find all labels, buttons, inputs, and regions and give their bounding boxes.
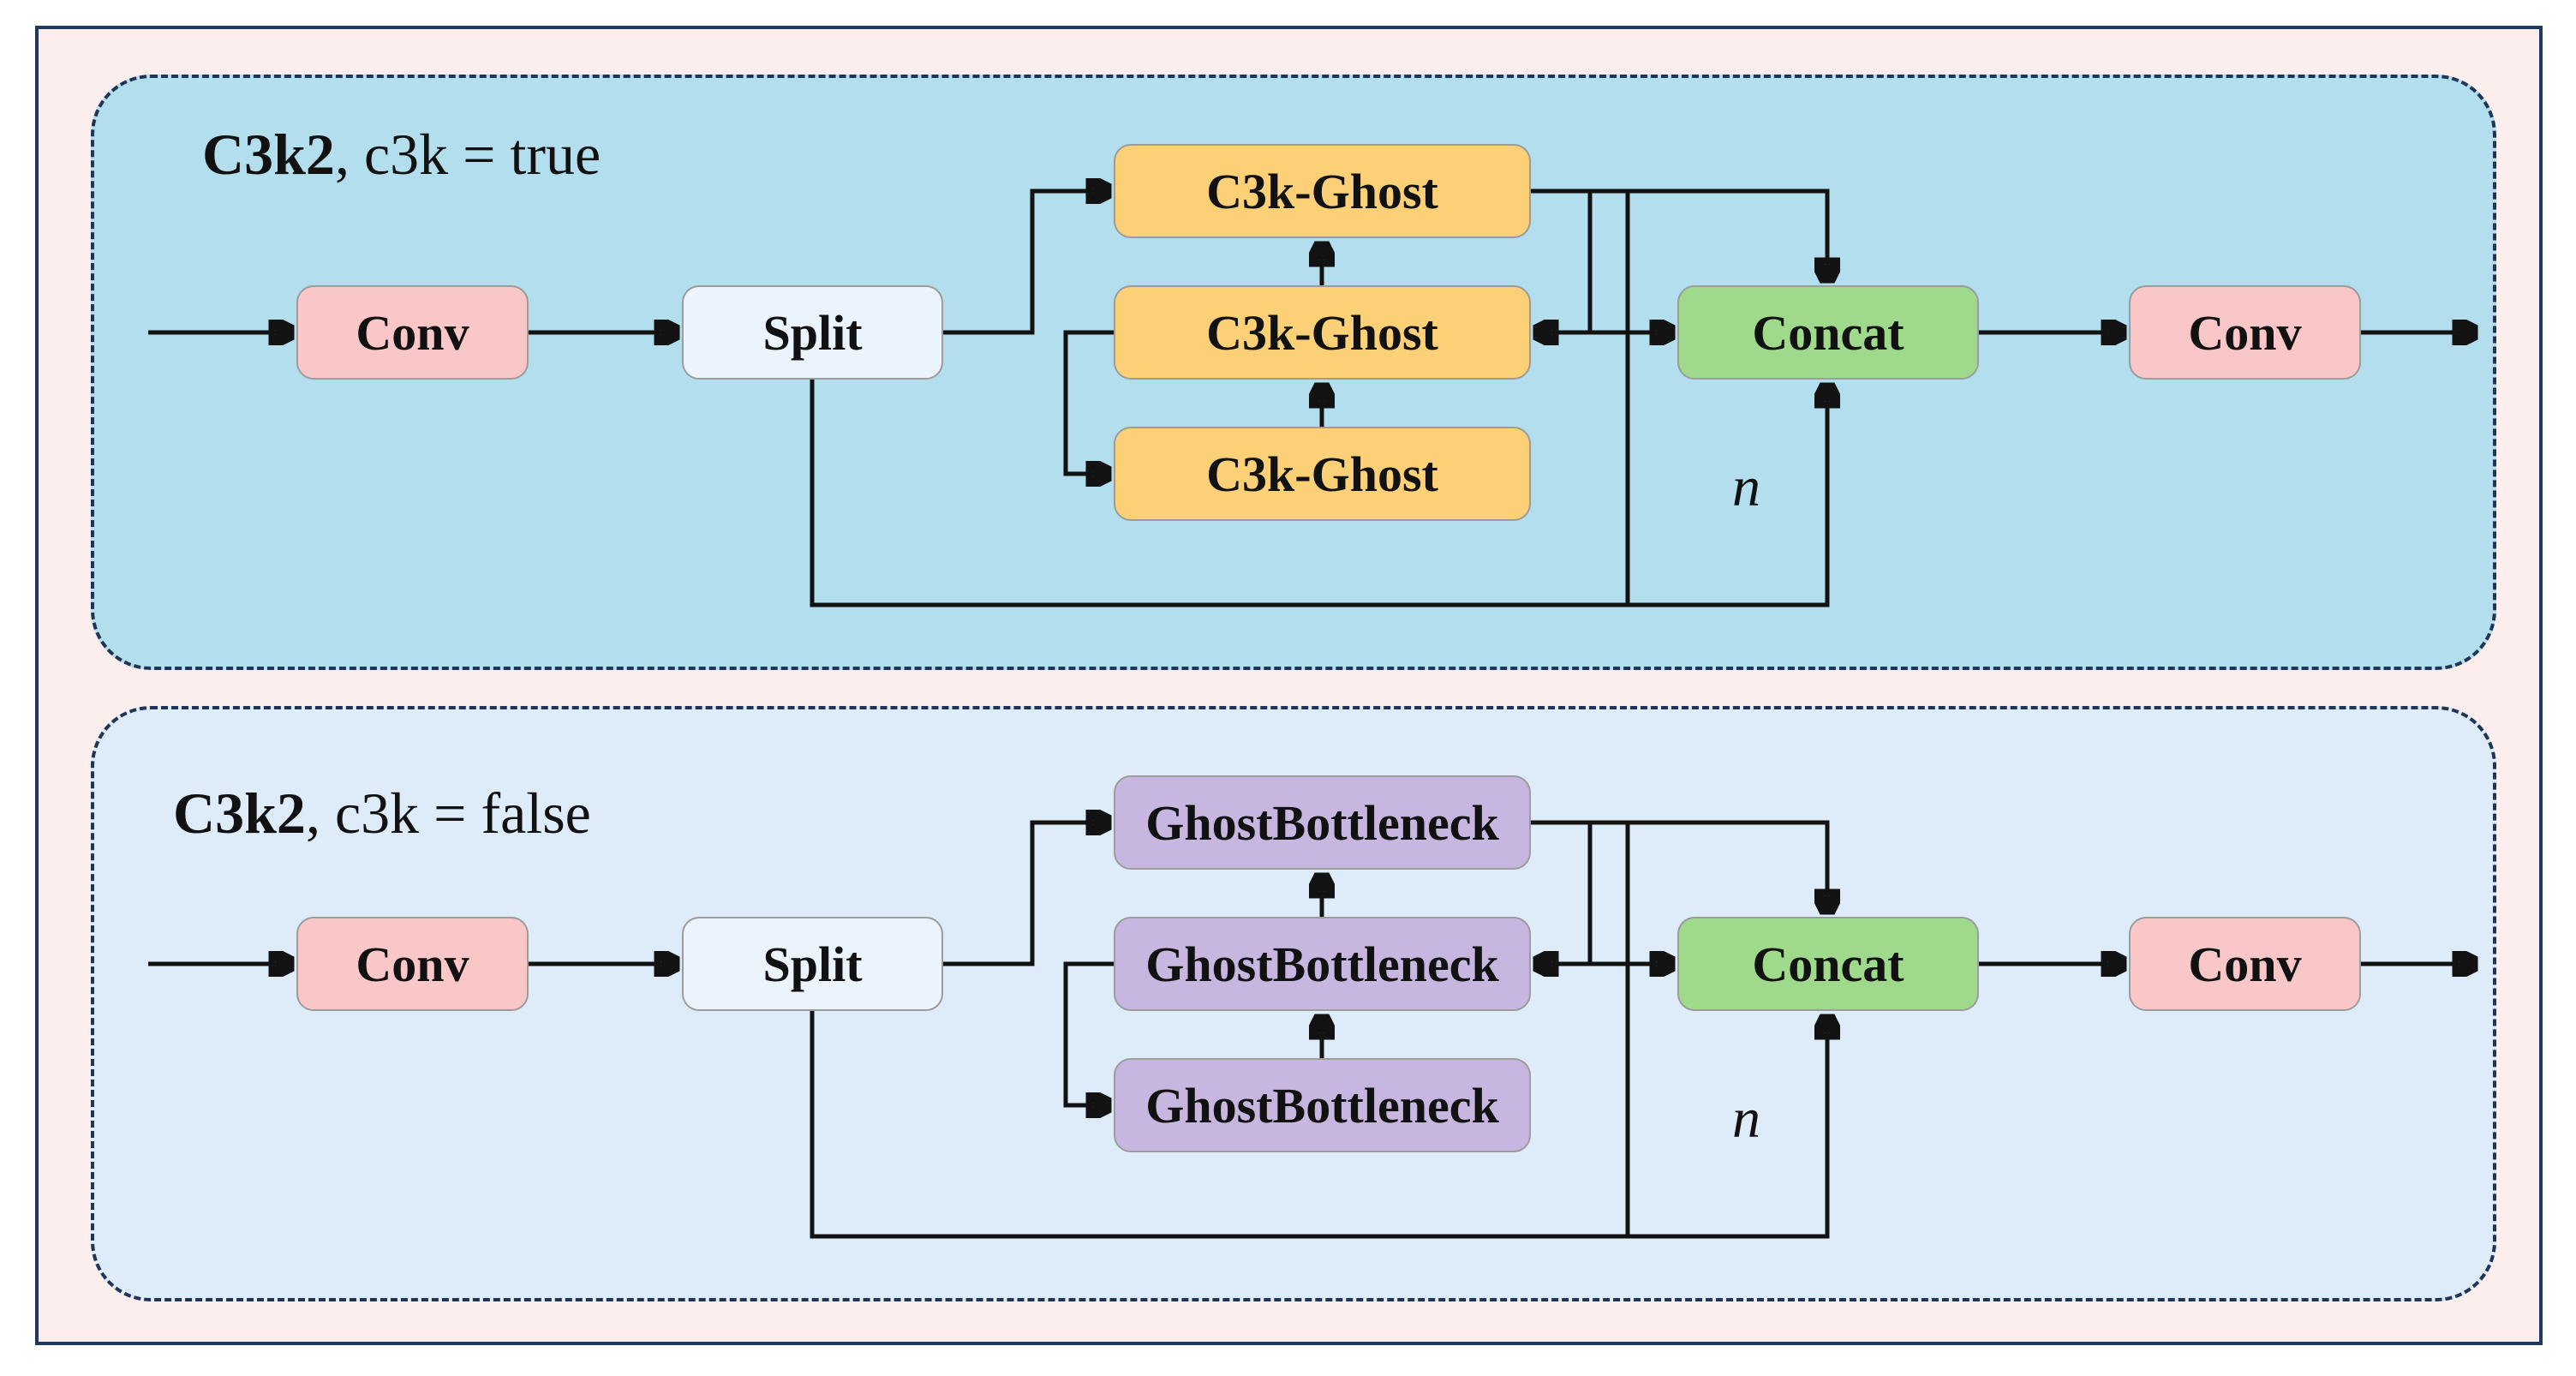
panel-title-rest: , c3k = true <box>334 122 601 187</box>
stack-box-3: GhostBottleneck <box>1114 1058 1531 1152</box>
split-bypass-to-concat-bottom-arrow <box>810 1011 1827 1239</box>
stack-box-3: C3k-Ghost <box>1114 427 1531 521</box>
stack-branch-bracket-arrow <box>1063 330 1114 474</box>
stack-branch-bracket-arrow <box>1063 961 1114 1105</box>
repeat-count-label: n <box>1732 456 1760 518</box>
split-to-stack-top-arrow <box>943 823 1108 966</box>
panel-c3k2-true: C3k2, c3k = true Conv Split C3k-Ghost C3… <box>91 75 2496 670</box>
connector-lines <box>148 709 2500 1239</box>
panel-title-rest: , c3k = false <box>305 781 591 846</box>
concat-box: Concat <box>1677 285 1979 380</box>
repeat-count-label: n <box>1732 1087 1760 1150</box>
stack-box-1: GhostBottleneck <box>1114 775 1531 870</box>
panel-title-bold: C3k2 <box>173 781 306 846</box>
panel-c3k2-false: C3k2, c3k = false Conv Split GhostBottle… <box>91 706 2496 1301</box>
stack-output-to-concat-top-arrow <box>1531 188 1827 279</box>
conv-in-box: Conv <box>296 285 529 380</box>
panel-title: C3k2, c3k = false <box>173 780 591 847</box>
stack-box-2: C3k-Ghost <box>1114 285 1531 380</box>
split-to-stack-top-arrow <box>943 191 1108 335</box>
stack-box-1: C3k-Ghost <box>1114 144 1531 238</box>
split-box: Split <box>682 285 943 380</box>
connector-lines <box>148 78 2500 607</box>
conv-in-box: Conv <box>296 917 529 1011</box>
stack-box-2: GhostBottleneck <box>1114 917 1531 1011</box>
conv-out-box: Conv <box>2129 285 2361 380</box>
panel-title-bold: C3k2 <box>202 122 335 187</box>
split-box: Split <box>682 917 943 1011</box>
stack-output-to-concat-top-arrow <box>1531 820 1827 911</box>
panel-title: C3k2, c3k = true <box>202 121 601 188</box>
outer-frame: C3k2, c3k = true Conv Split C3k-Ghost C3… <box>35 26 2543 1345</box>
concat-box: Concat <box>1677 917 1979 1011</box>
split-bypass-to-concat-bottom-arrow <box>810 380 1827 607</box>
conv-out-box: Conv <box>2129 917 2361 1011</box>
